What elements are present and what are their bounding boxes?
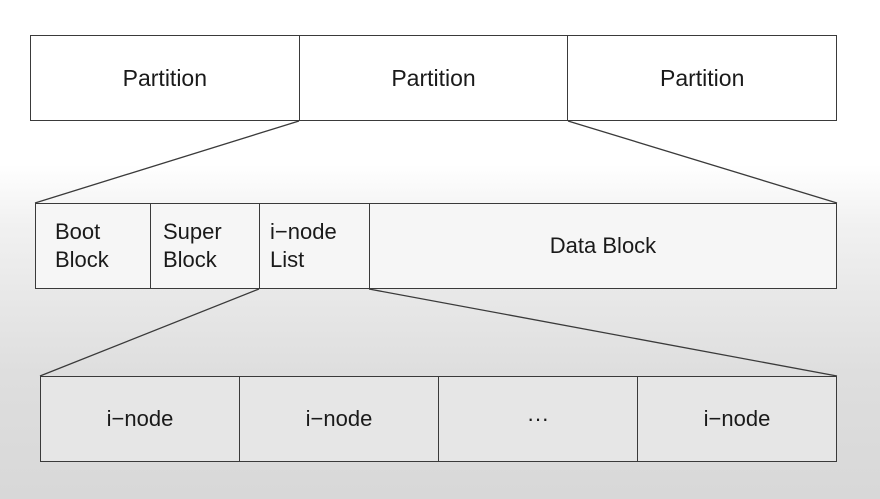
super-block: Super Block (151, 204, 260, 288)
super-block-label-line2: Block (163, 247, 217, 272)
inode-list-label-line1: i−node (270, 219, 337, 244)
partition-row: Partition Partition Partition (30, 35, 837, 121)
connector-line-left-lower (39, 288, 260, 377)
inode-list: i−node List (260, 204, 370, 288)
connector-line-left-upper (34, 120, 300, 204)
filesystem-row: Boot Block Super Block i−node List Data … (35, 203, 837, 289)
boot-block-label-line2: Block (55, 247, 109, 272)
super-block-label-line1: Super (163, 219, 222, 244)
inode-list-label-line2: List (270, 247, 305, 272)
connector-line-right-upper (567, 120, 838, 204)
partition-box: Partition (659, 64, 745, 91)
data-block-label: Data Block (549, 233, 657, 258)
data-block: Data Block (370, 204, 836, 288)
inode-box: i−node (41, 377, 240, 461)
inode-box: i−node (703, 406, 771, 431)
boot-block-label-line1: Boot (55, 219, 101, 244)
connector-line-right-lower (368, 288, 838, 377)
boot-block: Boot Block (36, 204, 151, 288)
inode-box: i−node (240, 377, 439, 461)
partition-box: Partition (300, 36, 569, 120)
ellipsis-box: ··· (439, 377, 638, 461)
inode-row: i−node i−node ··· i−node (40, 376, 837, 462)
partition-box: Partition (31, 36, 300, 120)
